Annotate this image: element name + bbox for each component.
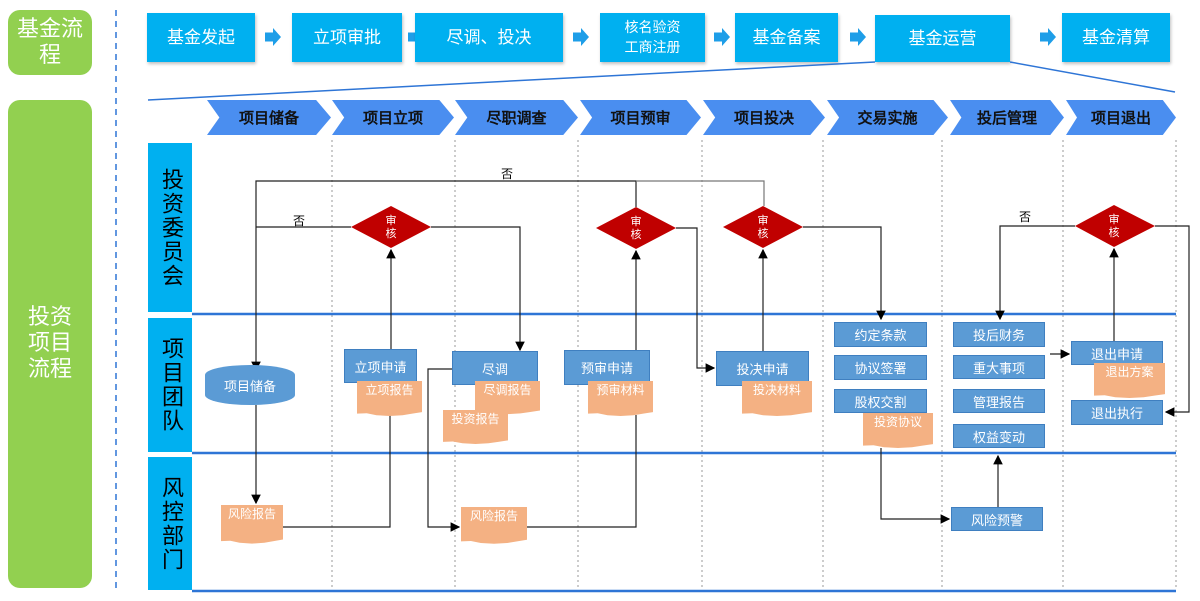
process-due-diligence: 尽调 [452,351,538,385]
doc-investment-agreement: 投资协议 [863,413,933,448]
stage-reserve: 项目储备 [207,100,331,135]
lane-investment-committee: 投资委员会 [148,143,192,312]
process-equity-change: 权益变动 [953,424,1045,448]
process-major-events: 重大事项 [953,355,1045,379]
stage-due-diligence: 尽职调查 [455,100,578,135]
arrow-right-icon [265,28,281,46]
stage-initiation: 项目立项 [332,100,454,135]
stage-transaction: 交易实施 [827,100,948,135]
process-prereview-request: 预审申请 [564,350,650,385]
fund-step-launch: 基金发起 [147,13,255,62]
lane-project-team: 项目团队 [148,318,192,452]
fund-step-approval: 立项审批 [292,13,402,62]
doc-risk-report: 风险报告 [221,505,283,544]
doc-approval-report: 立项报告 [357,381,422,416]
process-equity-delivery: 股权交割 [834,389,927,413]
fund-flow-label: 基金流程 [8,10,92,75]
process-approval-request: 立项申请 [344,349,417,383]
process-risk-warning: 风险预警 [951,507,1043,531]
process-project-reserve: 项目储备 [205,365,295,405]
fund-step-filing: 基金备案 [735,13,838,62]
arrow-right-icon [714,28,730,46]
process-decision-request: 投决申请 [716,351,809,386]
arrow-right-icon [850,28,866,46]
reject-label: 否 [1019,210,1032,224]
doc-prereview-material: 预审材料 [588,381,653,416]
process-exit-request: 退出申请 [1071,341,1163,365]
fund-step-registration: 核名验资 工商注册 [600,13,705,62]
fund-step-operation: 基金运营 [875,15,1010,62]
process-agreement-signing: 协议签署 [834,355,927,380]
decision-label: 审核 [630,215,642,241]
decision-diamond-3 [723,206,803,248]
process-agreed-terms: 约定条款 [834,322,927,347]
doc-decision-material: 投决材料 [742,381,812,416]
stage-post-investment: 投后管理 [950,100,1064,135]
doc-investment-report: 投资报告 [443,410,508,445]
fund-step-liquidation: 基金清算 [1062,13,1170,62]
doc-dd-report: 尽调报告 [475,381,540,415]
stage-exit: 项目退出 [1066,100,1176,135]
stage-prereview: 项目预审 [580,100,701,135]
decision-diamond-2 [596,207,676,249]
decision-label: 审核 [1108,213,1120,239]
arrow-right-icon [1040,28,1056,46]
process-management-report: 管理报告 [953,389,1045,413]
stage-decision: 项目投决 [703,100,825,135]
decision-label: 审核 [385,214,397,240]
reject-label: 否 [293,214,306,228]
process-exit-execution: 退出执行 [1071,400,1163,425]
project-flow-label: 投资项目流程 [8,100,92,588]
arrow-right-icon [573,28,589,46]
doc-risk-report: 风险报告 [461,507,527,544]
doc-exit-plan: 退出方案 [1094,363,1165,398]
decision-diamond-4 [1075,205,1155,247]
decision-diamond-1 [351,206,431,248]
fund-step-dd: 尽调、投决 [415,13,563,62]
process-post-finance: 投后财务 [953,322,1045,347]
reject-label: 否 [501,167,514,181]
lane-risk-control: 风控部门 [148,457,192,590]
decision-label: 审核 [757,214,769,240]
